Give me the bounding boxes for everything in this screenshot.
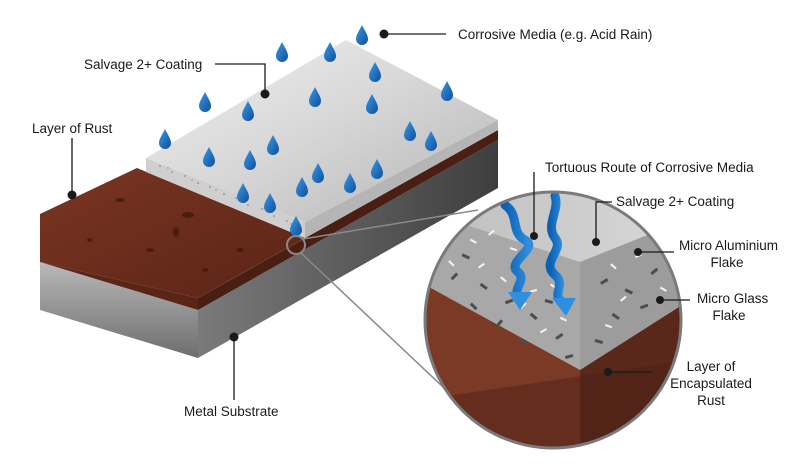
rust-side-edge <box>198 130 498 310</box>
drop-icon <box>276 42 288 62</box>
drop-icon <box>199 92 211 112</box>
route-arrow-left <box>500 200 534 303</box>
micro-glass-line-2: Flake <box>712 308 746 323</box>
salvage-coating-label: Salvage 2+ Coating <box>84 57 203 72</box>
micro-aluminium-line-1: Micro Aluminium <box>679 238 779 253</box>
metal-substrate-front <box>40 262 198 358</box>
salvage-coating-detail-label: Salvage 2+ Coating <box>616 194 735 209</box>
encapsulated-rust-line-3: Rust <box>697 393 725 408</box>
rust-top-surface <box>40 168 305 298</box>
encapsulated-rust-label: Layer of Encapsulated Rust <box>656 358 766 409</box>
micro-glass-label: Micro Glass Flake <box>697 290 769 324</box>
route-arrow-right <box>545 192 568 307</box>
detail-coating-front <box>425 210 580 370</box>
coating-edge-band <box>146 158 305 238</box>
micro-aluminium-line-2: Flake <box>710 255 744 270</box>
zoom-source-ring <box>286 235 306 255</box>
rust-texture <box>87 198 244 272</box>
drop-icon <box>159 129 171 149</box>
encapsulated-rust-line-2: Encapsulated <box>670 376 752 391</box>
metal-substrate-side <box>198 140 498 358</box>
leader-dots <box>67 29 664 376</box>
micro-glass-line-1: Micro Glass <box>697 291 769 306</box>
metal-substrate-label: Metal Substrate <box>184 404 279 419</box>
tortuous-route-arrows <box>500 192 576 316</box>
drop-icon <box>356 25 368 45</box>
tortuous-route-label: Tortuous Route of Corrosive Media <box>545 160 754 175</box>
slab <box>40 40 498 358</box>
leaders <box>71 33 690 400</box>
coating-top-surface <box>146 40 498 222</box>
zoom-circle-border <box>423 190 683 450</box>
drop-icon <box>441 81 453 101</box>
magnifier <box>286 190 683 450</box>
corrosive-media-label: Corrosive Media (e.g. Acid Rain) <box>458 27 653 42</box>
layer-of-rust-label: Layer of Rust <box>32 121 113 136</box>
micro-aluminium-label: Micro Aluminium Flake <box>679 237 779 271</box>
drop-icon <box>324 42 336 62</box>
encapsulated-rust-line-1: Layer of <box>686 359 736 374</box>
